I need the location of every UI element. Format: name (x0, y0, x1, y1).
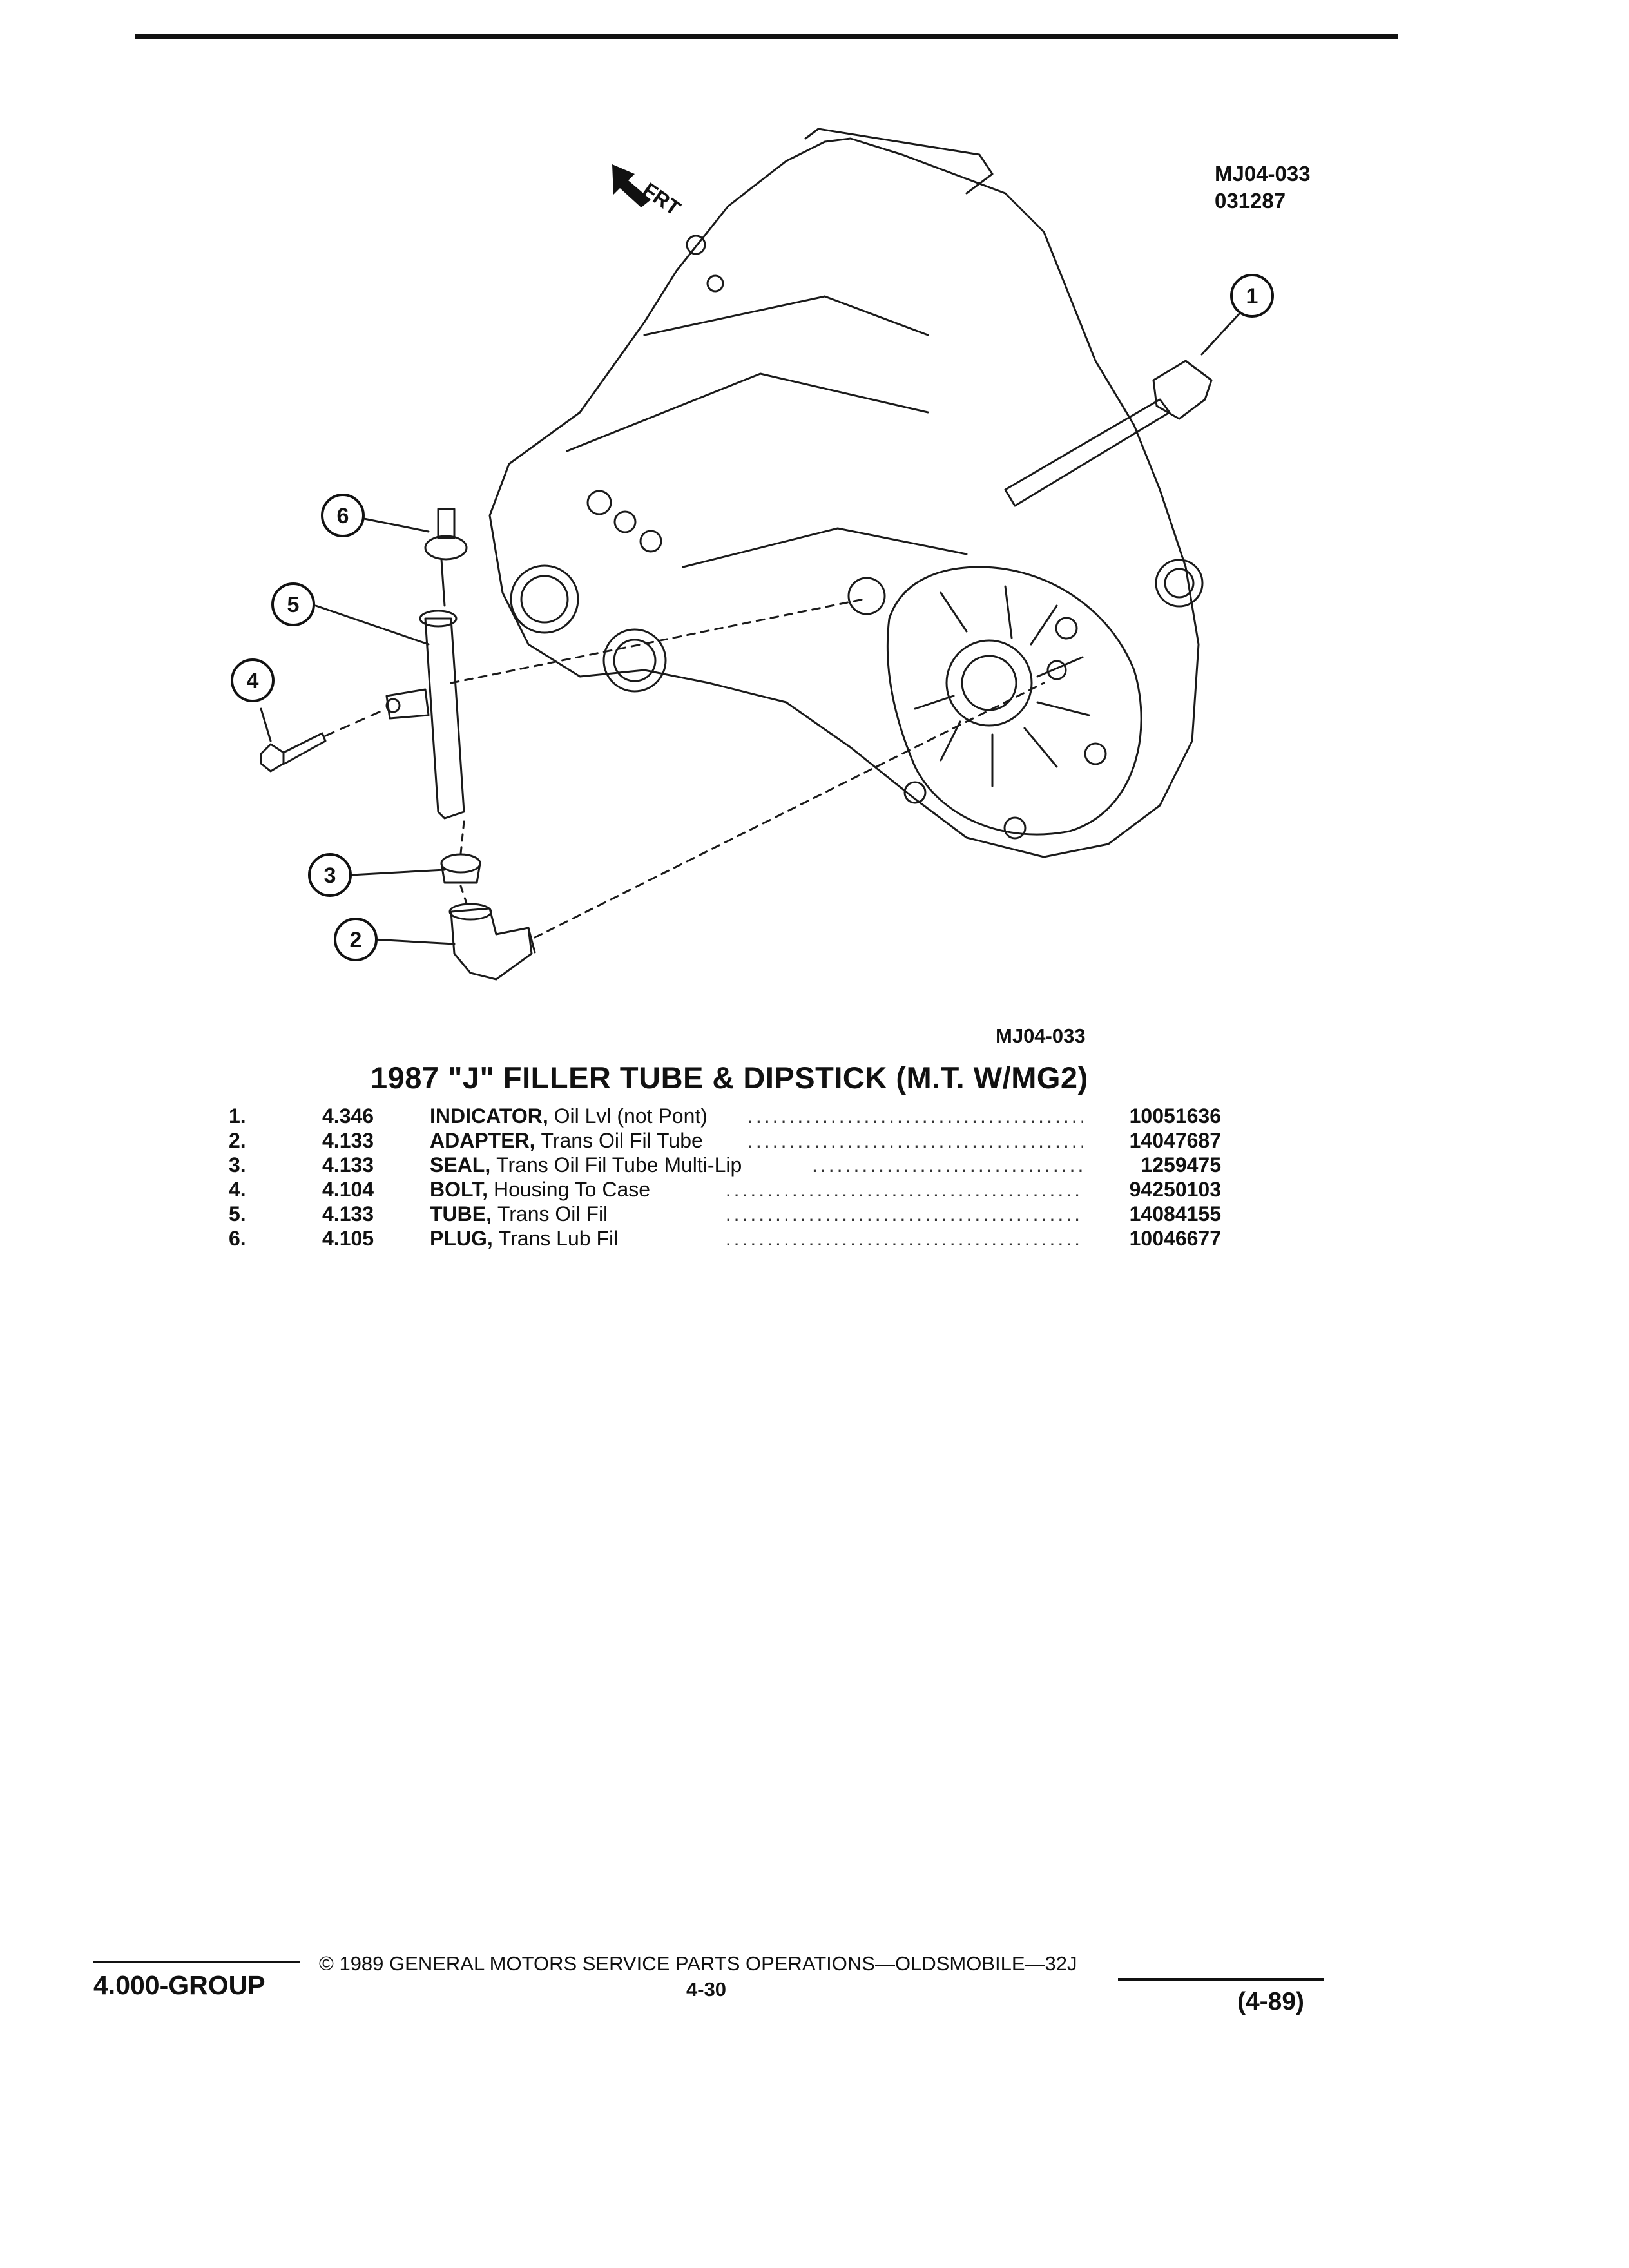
housing-port (1155, 559, 1204, 608)
parts-row: 6. 4.105 PLUG, Trans Lub Fil ...........… (229, 1226, 1221, 1251)
part-group-code: 4.133 (322, 1202, 374, 1225)
part-item-number: 4. (229, 1178, 246, 1201)
part-name: SEAL, (430, 1153, 491, 1177)
front-arrow-icon (612, 164, 651, 207)
part-number: 94250103 (1129, 1178, 1221, 1201)
leader-dots: ........................................… (725, 1178, 1083, 1201)
case-rib-1 (566, 372, 929, 452)
callout-5: 5 (287, 593, 300, 617)
parts-row: 2. 4.133 ADAPTER, Trans Oil Fil Tube ...… (229, 1128, 1221, 1153)
case-bore-lower (602, 628, 667, 693)
case-top-cover (804, 128, 994, 195)
part-name: ADAPTER, (430, 1129, 535, 1152)
top-rule (135, 34, 1398, 39)
leader-dots: ........................................… (812, 1153, 1083, 1177)
part-detail: Trans Lub Fil (498, 1227, 619, 1250)
adapter-elbow (450, 907, 533, 981)
page-title: 1987 "J" FILLER TUBE & DIPSTICK (M.T. W/… (371, 1061, 1088, 1095)
parts-row: 3. 4.133 SEAL, Trans Oil Fil Tube Multi-… (229, 1153, 1221, 1177)
part-description: PLUG, Trans Lub Fil (430, 1226, 618, 1251)
part-group-code: 4.104 (322, 1178, 374, 1201)
part-description: SEAL, Trans Oil Fil Tube Multi-Lip (430, 1153, 742, 1177)
part-name: TUBE, (430, 1202, 492, 1225)
part-detail: Oil Lvl (not Pont) (554, 1104, 708, 1128)
figure-id-top: MJ04-033 (1215, 162, 1311, 186)
part-description: TUBE, Trans Oil Fil (430, 1202, 608, 1226)
leader-dots: ........................................… (725, 1227, 1083, 1250)
part-number: 10051636 (1129, 1104, 1221, 1128)
figure-date-code: 031287 (1215, 189, 1286, 213)
part-group-code: 4.133 (322, 1129, 374, 1152)
case-rib-3 (682, 527, 968, 568)
plug (437, 508, 456, 539)
part-detail: Trans Oil Fil Tube Multi-Lip (496, 1153, 742, 1177)
output-seal (945, 639, 1033, 727)
callout-2: 2 (350, 928, 362, 952)
callout-4: 4 (247, 669, 259, 693)
part-item-number: 3. (229, 1153, 246, 1177)
part-group-code: 4.105 (322, 1227, 374, 1250)
callout-5-circle (271, 582, 315, 626)
leader-dots: ........................................… (725, 1202, 1083, 1225)
parts-list: 1. 4.346 INDICATOR, Oil Lvl (not Pont) .… (229, 1104, 1221, 1251)
part-number: 14084155 (1129, 1202, 1221, 1225)
exploded-parts-diagram: 1 2 3 4 5 6 FRT (231, 128, 1274, 981)
callout-3: 3 (324, 863, 336, 888)
part-item-number: 5. (229, 1202, 246, 1225)
part-number: 1259475 (1141, 1153, 1221, 1177)
part-description: INDICATOR, Oil Lvl (not Pont) (430, 1104, 708, 1128)
dipstick-boss (847, 577, 886, 615)
part-name: PLUG, (430, 1227, 493, 1250)
part-number: 14047687 (1129, 1129, 1221, 1152)
case-bore-left (510, 564, 579, 634)
callout-6-circle (321, 494, 365, 537)
figure-caption-id: MJ04-033 (996, 1024, 1086, 1047)
part-description: BOLT, Housing To Case (430, 1177, 650, 1202)
front-label: FRT (639, 178, 685, 220)
callout-6: 6 (337, 504, 349, 528)
leader-dots: ........................................… (747, 1104, 1083, 1128)
part-item-number: 1. (229, 1104, 246, 1128)
footer-page-number: 4-30 (686, 1978, 727, 2001)
parts-row: 5. 4.133 TUBE, Trans Oil Fil ...........… (229, 1202, 1221, 1226)
part-item-number: 2. (229, 1129, 246, 1152)
bolt (260, 743, 285, 773)
part-group-code: 4.133 (322, 1153, 374, 1177)
footer-group: 4.000-GROUP (93, 1970, 265, 2000)
part-description: ADAPTER, Trans Oil Fil Tube (430, 1128, 703, 1153)
part-detail: Trans Oil Fil (497, 1202, 608, 1225)
seal (440, 853, 481, 874)
case-rib-2 (643, 295, 929, 336)
callout-3-circle (308, 853, 352, 897)
part-name: BOLT, (430, 1178, 488, 1201)
part-name: INDICATOR, (430, 1104, 548, 1128)
callout-1: 1 (1246, 284, 1258, 309)
parts-row: 1. 4.346 INDICATOR, Oil Lvl (not Pont) .… (229, 1104, 1221, 1128)
bell-housing (886, 566, 1142, 836)
part-detail: Trans Oil Fil Tube (541, 1129, 703, 1152)
part-group-code: 4.346 (322, 1104, 374, 1128)
callout-4-circle (231, 658, 275, 702)
parts-row: 4. 4.104 BOLT, Housing To Case .........… (229, 1177, 1221, 1202)
footer-rule-right (1118, 1978, 1324, 1981)
part-detail: Housing To Case (493, 1178, 651, 1201)
part-item-number: 6. (229, 1227, 246, 1250)
callout-1-circle (1230, 274, 1274, 318)
leader-dots: ........................................… (747, 1129, 1083, 1152)
footer-copyright: © 1989 GENERAL MOTORS SERVICE PARTS OPER… (319, 1952, 1077, 1975)
part-number: 10046677 (1129, 1227, 1221, 1250)
callout-2-circle (334, 918, 378, 961)
transmission-case (488, 137, 1200, 858)
footer-revision: (4-89) (1237, 1988, 1305, 2015)
filler-tube (424, 617, 465, 820)
footer-rule-left (93, 1961, 300, 1963)
